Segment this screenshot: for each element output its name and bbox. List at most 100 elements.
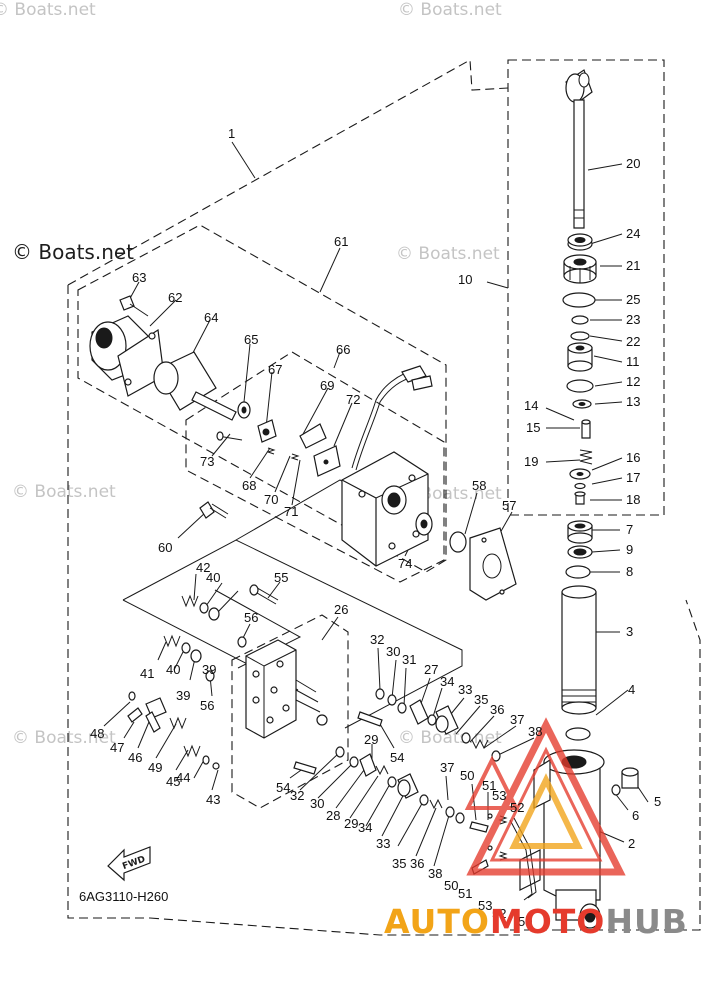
callout-54: 54 — [276, 780, 290, 795]
watermark-faint: © Boats.net — [12, 482, 116, 502]
callout-54: 54 — [390, 750, 404, 765]
spool-33a — [435, 705, 459, 735]
callout-20: 20 — [626, 156, 640, 171]
callout-48: 48 — [90, 726, 104, 741]
outer-assembly-outline — [67, 59, 701, 931]
callout-39: 39 — [202, 662, 216, 677]
screw-18 — [574, 491, 586, 505]
callout-31: 31 — [402, 652, 416, 667]
callout-9: 9 — [626, 542, 633, 557]
seal-9 — [567, 545, 593, 559]
callout-51: 51 — [458, 886, 472, 901]
o-ring-34a — [427, 714, 437, 726]
cylinder-3 — [561, 585, 597, 715]
callout-19: 19 — [524, 454, 538, 469]
callout-27: 27 — [424, 662, 438, 677]
brand-part-3: HUB — [605, 902, 688, 941]
callout-44: 44 — [176, 770, 190, 785]
callout-52: 52 — [492, 906, 506, 921]
callout-28: 28 — [326, 808, 340, 823]
callout-10: 10 — [458, 272, 472, 287]
pin-54b — [293, 761, 317, 775]
outer-assembly-bottom — [149, 917, 520, 936]
assembly-26-outline — [231, 614, 349, 809]
callout-49: 49 — [148, 760, 162, 775]
ball-43 — [212, 762, 220, 770]
spring-49 — [169, 716, 187, 730]
callout-30: 30 — [310, 796, 324, 811]
callout-38: 38 — [528, 724, 542, 739]
valve-body-panel — [122, 539, 463, 729]
o-ring-6 — [611, 784, 621, 796]
callout-6: 6 — [632, 808, 639, 823]
callout-30: 30 — [386, 644, 400, 659]
callout-46: 46 — [128, 750, 142, 765]
callout-32: 32 — [290, 788, 304, 803]
callout-2: 2 — [628, 836, 635, 851]
spool-28 — [359, 753, 377, 777]
callout-40: 40 — [166, 662, 180, 677]
seat-35b — [419, 794, 429, 806]
watermark-faint: © Boats.net — [396, 244, 500, 264]
spring-36a — [471, 738, 489, 750]
callout-25: 25 — [626, 292, 640, 307]
callout-64: 64 — [204, 310, 218, 325]
clip-71 — [313, 445, 341, 477]
seal-24 — [567, 233, 593, 251]
pin-47 — [127, 707, 143, 723]
washer-30b — [349, 756, 359, 768]
o-ring-34b — [387, 776, 397, 788]
callout-43: 43 — [206, 792, 220, 807]
callout-73: 73 — [200, 454, 214, 469]
ball-51a — [487, 813, 493, 819]
callout-33: 33 — [458, 682, 472, 697]
clip-69 — [299, 423, 327, 449]
o-ring-56b — [205, 670, 215, 682]
callout-52: 52 — [510, 800, 524, 815]
plug-5 — [621, 767, 639, 789]
spring-19 — [579, 449, 593, 465]
callout-14: 14 — [524, 398, 538, 413]
callout-58: 58 — [472, 478, 486, 493]
callout-35: 35 — [392, 856, 406, 871]
callout-57: 57 — [502, 498, 516, 513]
pin-50a — [469, 821, 489, 833]
ball-40a — [199, 602, 209, 614]
assembly-61-outline — [77, 224, 447, 573]
callout-23: 23 — [626, 312, 640, 327]
callout-42: 42 — [196, 560, 210, 575]
callout-36: 36 — [410, 856, 424, 871]
o-ring-22 — [570, 331, 590, 341]
callout-13: 13 — [626, 394, 640, 409]
leader-lines — [103, 141, 649, 867]
washer-23 — [571, 315, 589, 325]
callout-37: 37 — [510, 712, 524, 727]
callout-53: 53 — [478, 898, 492, 913]
fwd-arrow: FWD — [107, 846, 151, 882]
spring-45 — [183, 744, 201, 758]
washer-65 — [237, 401, 251, 419]
spring-36b — [429, 798, 443, 810]
motor-62 — [89, 315, 165, 397]
spring-42 — [181, 594, 199, 608]
callout-56: 56 — [200, 698, 214, 713]
callout-39: 39 — [176, 688, 190, 703]
bolt-60 — [199, 501, 229, 519]
pump-housing — [341, 451, 429, 567]
callout-71: 71 — [284, 504, 298, 519]
watermark-faint: © Boats.net — [0, 0, 96, 20]
o-ring-4 — [565, 727, 591, 741]
o-ring-31 — [397, 702, 407, 714]
spring-41 — [163, 634, 181, 648]
callout-21: 21 — [626, 258, 640, 273]
callout-40: 40 — [206, 570, 220, 585]
callout-18: 18 — [626, 492, 640, 507]
callout-70: 70 — [264, 492, 278, 507]
watermark-faint: © Boats.net — [12, 728, 116, 748]
watermark-faint: © Boats.net — [398, 0, 502, 20]
callout-4: 4 — [628, 682, 635, 697]
callout-16: 16 — [626, 450, 640, 465]
callout-72: 72 — [346, 392, 360, 407]
seat-39b — [190, 649, 202, 663]
